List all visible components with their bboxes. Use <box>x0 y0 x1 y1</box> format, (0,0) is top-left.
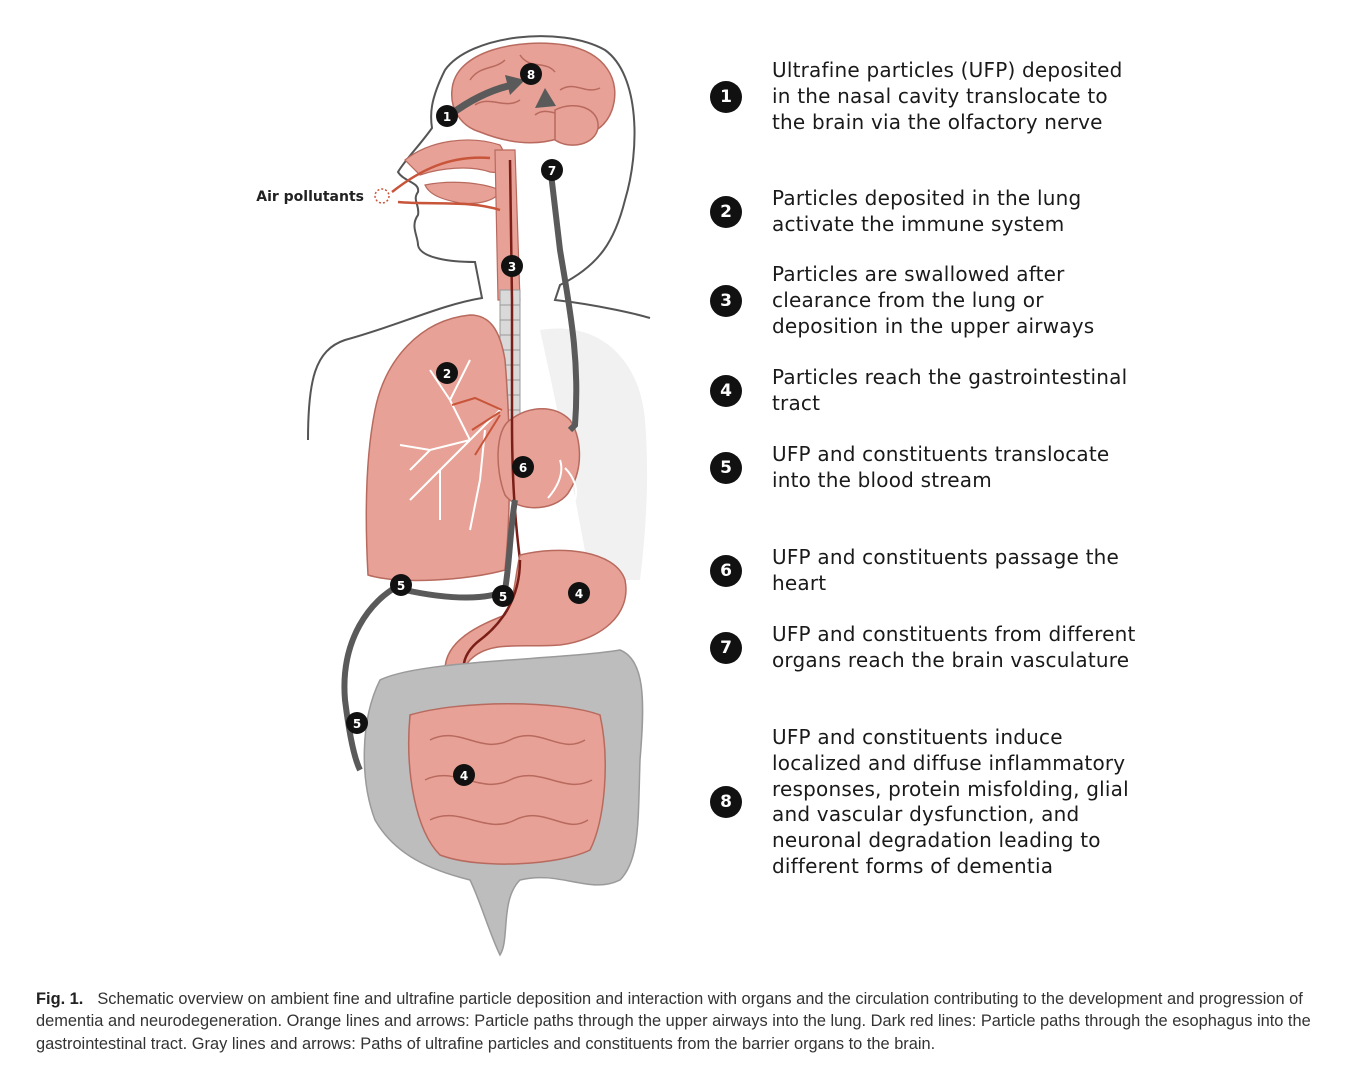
caption-label: Fig. 1. <box>36 990 84 1008</box>
legend-badge-6: 6 <box>710 554 742 587</box>
marker-6: 6 <box>512 456 534 478</box>
legend-badge-1: 1 <box>710 80 742 113</box>
orange-airflow-lung <box>451 396 503 456</box>
mouth-cavity <box>424 181 501 205</box>
legend-badge-8: 8 <box>710 786 742 819</box>
brain-folds <box>469 54 601 116</box>
legend-text-1: Ultrafine particles (UFP) deposited in t… <box>772 58 1123 134</box>
legend-badge-4: 4 <box>710 374 742 407</box>
marker-5-intestine: 5 <box>346 712 368 734</box>
legend-text-8: UFP and constituents induce localized an… <box>772 725 1129 878</box>
svg-text:6: 6 <box>519 461 527 475</box>
legend-item-8: 8 UFP and constituents induce localized … <box>700 725 1160 880</box>
legend-badge-7: 7 <box>710 631 742 664</box>
intestine-folds <box>424 734 593 826</box>
marker-2: 2 <box>436 362 458 384</box>
svg-text:3: 3 <box>508 260 516 274</box>
esophagus-path <box>508 159 522 561</box>
legend-text-4: Particles reach the gastrointestinal tra… <box>772 365 1128 415</box>
marker-5-stomach: 5 <box>492 585 514 607</box>
small-intestine <box>408 703 606 865</box>
nasal-cavity <box>404 139 506 176</box>
legend: 1 Ultrafine particles (UFP) deposited in… <box>700 56 1160 916</box>
air-pollutants-label: Air pollutants <box>256 189 364 205</box>
caption-text: Schematic overview on ambient fine and u… <box>36 990 1311 1053</box>
legend-item-1: 1 Ultrafine particles (UFP) deposited in… <box>700 58 1160 135</box>
svg-text:1: 1 <box>443 110 451 124</box>
marker-1: 1 <box>436 105 458 127</box>
faint-lung-silhouette <box>540 328 648 580</box>
gray-arrow-olfactory <box>505 75 525 95</box>
legend-text-5: UFP and constituents translocate into th… <box>772 442 1110 492</box>
cerebellum <box>554 105 599 146</box>
gray-arrow-brain <box>535 88 556 108</box>
heart-vessels <box>547 459 578 501</box>
legend-text-3: Particles are swallowed after clearance … <box>772 262 1095 338</box>
legend-item-4: 4 Particles reach the gastrointestinal t… <box>700 365 1160 417</box>
legend-text-7: UFP and constituents from different orga… <box>772 622 1136 672</box>
marker-4-intestine: 4 <box>453 764 475 786</box>
svg-text:5: 5 <box>353 717 361 731</box>
orange-airflow-nose <box>391 156 491 193</box>
svg-text:5: 5 <box>499 590 507 604</box>
gray-path-to-brain <box>547 164 580 433</box>
legend-badge-3: 3 <box>710 284 742 317</box>
legend-text-2: Particles deposited in the lung activate… <box>772 186 1082 236</box>
legend-item-2: 2 Particles deposited in the lung activa… <box>700 186 1160 238</box>
legend-badge-2: 2 <box>710 195 742 228</box>
svg-text:8: 8 <box>527 68 535 82</box>
svg-text:7: 7 <box>548 164 556 178</box>
legend-item-5: 5 UFP and constituents translocate into … <box>700 442 1160 494</box>
marker-5-lung: 5 <box>390 574 412 596</box>
svg-text:2: 2 <box>443 367 451 381</box>
svg-text:5: 5 <box>397 579 405 593</box>
marker-8: 8 <box>520 63 542 85</box>
gray-path-lung-loop <box>341 582 402 772</box>
anatomy-illustration: Air pollutants 1 2 3 4 4 5 5 5 6 7 8 <box>256 35 651 957</box>
figure-caption: Fig. 1.Schematic overview on ambient fin… <box>36 988 1346 1055</box>
pharynx <box>494 149 521 301</box>
legend-text-6: UFP and constituents passage the heart <box>772 545 1120 595</box>
marker-7: 7 <box>541 159 563 181</box>
svg-text:4: 4 <box>460 769 468 783</box>
body-outline <box>307 35 651 441</box>
legend-item-7: 7 UFP and constituents from different or… <box>700 622 1160 674</box>
marker-4-stomach: 4 <box>568 582 590 604</box>
legend-item-6: 6 UFP and constituents passage the heart <box>700 545 1160 597</box>
bronchial-tree <box>399 359 501 531</box>
pollutant-particles <box>374 188 390 204</box>
orange-airflow-mouth <box>397 200 501 212</box>
legend-item-3: 3 Particles are swallowed after clearanc… <box>700 262 1160 339</box>
marker-3: 3 <box>501 255 523 277</box>
svg-text:4: 4 <box>575 587 583 601</box>
legend-badge-5: 5 <box>710 451 742 484</box>
heart <box>497 408 581 509</box>
